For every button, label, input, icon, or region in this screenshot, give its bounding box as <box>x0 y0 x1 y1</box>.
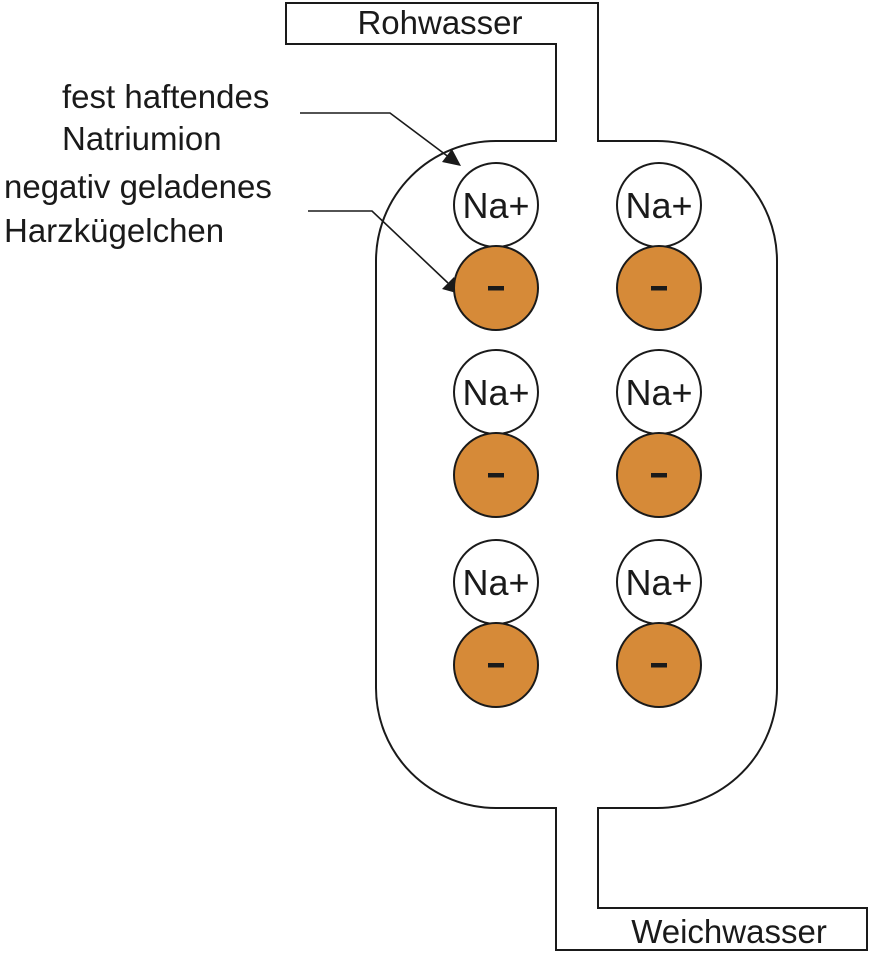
sodium-annotation-line2: Natriumion <box>62 120 222 157</box>
sodium-annotation-line1: fest haftendes <box>62 78 269 115</box>
negative-charge-sign: - <box>488 286 504 291</box>
sodium-ion-label: Na+ <box>462 372 529 413</box>
resin-annotation-line1: negativ geladenes <box>4 168 272 205</box>
ion-exchanger-vessel <box>285 2 868 951</box>
sodium-annotation-leader <box>300 112 451 159</box>
sodium-ion-label: Na+ <box>625 185 692 226</box>
sodium-ion-label: Na+ <box>462 185 529 226</box>
resin-annotation-leader <box>308 210 449 284</box>
negative-charge-sign: - <box>488 473 504 478</box>
negative-charge-sign: - <box>651 663 667 668</box>
sodium-ion-label: Na+ <box>625 562 692 603</box>
sodium-ion-label: Na+ <box>625 372 692 413</box>
sodium-ion-label: Na+ <box>462 562 529 603</box>
sodium-annotation-arrowhead <box>442 149 461 166</box>
ion-resin-pair: Na+ - <box>453 162 539 331</box>
ion-resin-pairs: Na+ - Na+ - Na+ - Na+ - Na+ - Na+ - <box>453 162 702 708</box>
negative-charge-sign: - <box>651 473 667 478</box>
negative-charge-sign: - <box>651 286 667 291</box>
ion-resin-pair: Na+ - <box>453 539 539 708</box>
resin-annotation-line2: Harzkügelchen <box>4 212 224 249</box>
negative-charge-sign: - <box>488 663 504 668</box>
ion-resin-pair: Na+ - <box>453 349 539 518</box>
ion-resin-pair: Na+ - <box>616 162 702 331</box>
inlet-label: Rohwasser <box>357 4 522 41</box>
ion-resin-pair: Na+ - <box>616 539 702 708</box>
outlet-label: Weichwasser <box>631 913 827 950</box>
ion-resin-pair: Na+ - <box>616 349 702 518</box>
